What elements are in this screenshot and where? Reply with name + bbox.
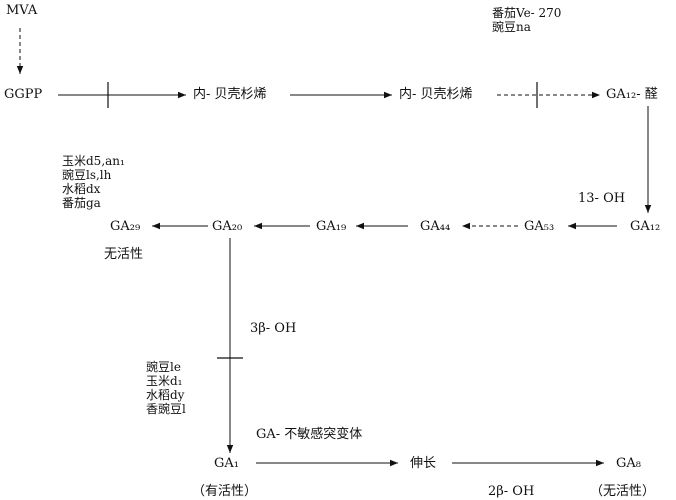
node-ga1: GA₁ [214, 456, 239, 471]
mutant-list-ga20-oxidase: 玉米d5,an₁ 豌豆ls,lh 水稻dx 番茄ga [62, 154, 125, 210]
mutant-entry: 番茄ga [62, 196, 101, 210]
node-ga12-aldehyde: GA₁₂- 醛 [606, 87, 658, 102]
label-ga29-inactive: 无活性 [104, 247, 144, 262]
mutant-entry: 玉米d5,an₁ [62, 154, 125, 168]
node-ga12: GA₁₂ [630, 219, 661, 234]
label-ga1-active: （有活性） [192, 484, 258, 499]
node-ga19: GA₁₉ [316, 219, 347, 234]
label-2beta-oh: 2β- OH [488, 484, 535, 499]
mutant-entry: 豌豆na [492, 20, 531, 34]
label-ga8-inactive: （无活性） [590, 484, 656, 499]
node-mva: MVA [6, 3, 38, 18]
node-kaurene-2: 内- 贝壳杉烯 [399, 87, 473, 102]
mutant-entry: 水稻dy [146, 388, 185, 402]
mutant-list-kaurene: 番茄Ve- 270 豌豆na [492, 6, 561, 34]
mutant-list-ga3-oxidase: 豌豆le 玉米d₁ 水稻dy 香豌豆l [146, 360, 186, 416]
mutant-entry: 玉米d₁ [146, 374, 183, 388]
node-ga44: GA₄₄ [420, 219, 451, 234]
mutant-entry: 水稻dx [62, 182, 101, 196]
node-kaurene-1: 内- 贝壳杉烯 [193, 87, 267, 102]
node-ga29: GA₂₉ [110, 219, 141, 234]
node-elongation: 伸长 [410, 456, 437, 471]
node-ga53: GA₅₃ [524, 219, 555, 234]
node-ga8: GA₈ [616, 456, 641, 471]
label-3beta-oh: 3β- OH [250, 321, 297, 336]
node-ggpp: GGPP [4, 87, 43, 102]
mutant-entry: 豌豆le [146, 360, 181, 374]
mutant-entry: 香豌豆l [146, 402, 186, 416]
label-13-oh: 13- OH [578, 191, 626, 206]
mutant-entry: 豌豆ls,lh [62, 168, 112, 182]
node-ga20: GA₂₀ [212, 219, 243, 234]
label-ga-insensitive-mutant: GA- 不敏感突变体 [256, 427, 363, 442]
mutant-entry: 番茄Ve- 270 [492, 6, 562, 20]
